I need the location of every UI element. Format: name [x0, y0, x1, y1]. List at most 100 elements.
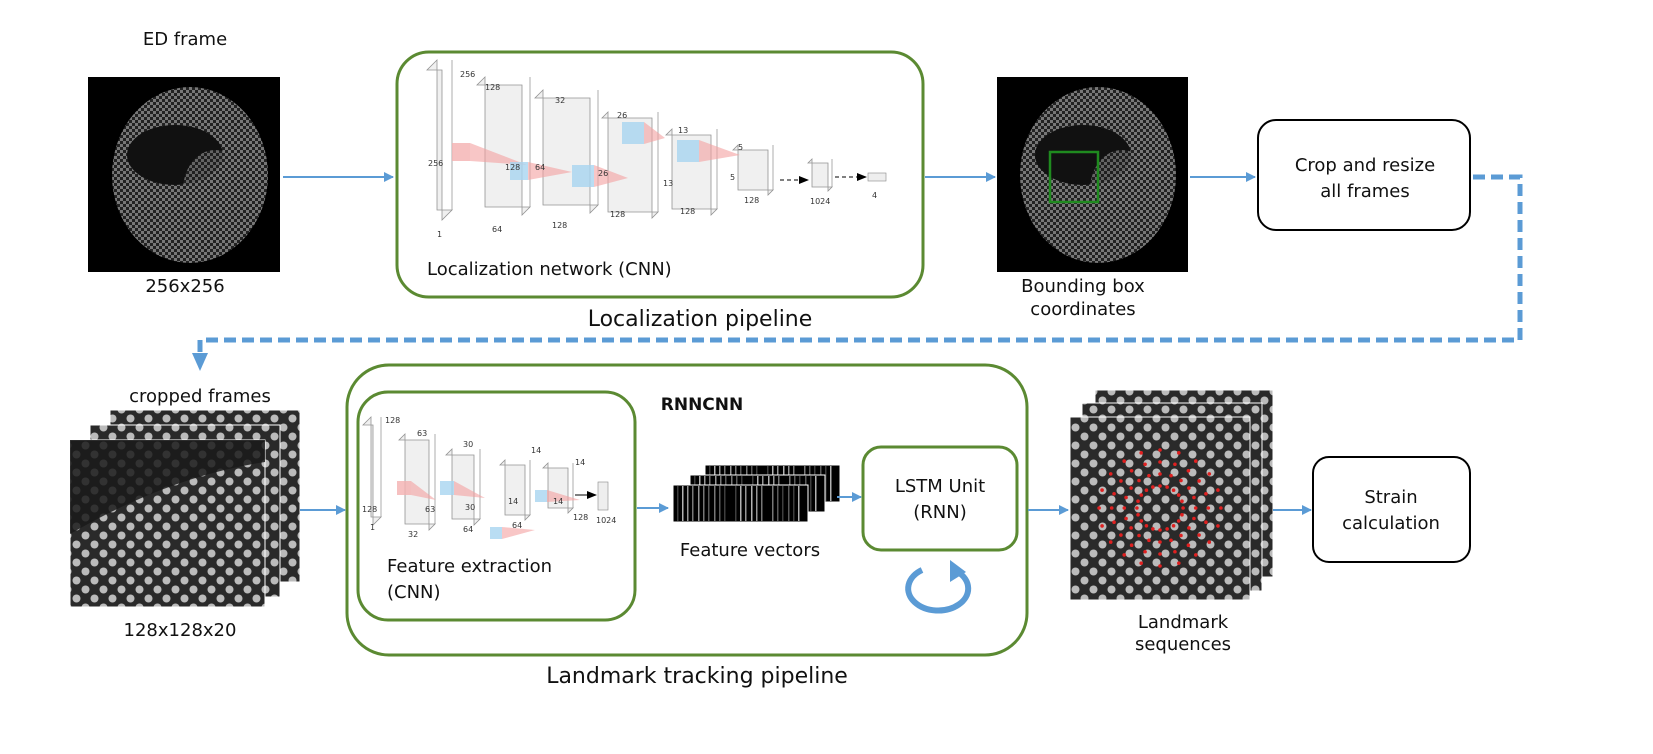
strain-calculation-box — [1312, 456, 1471, 563]
feature-extraction-line1: Feature extraction — [387, 556, 552, 577]
layer-dim-label: 128 — [362, 505, 377, 514]
landmark-point — [1129, 543, 1134, 548]
feature-vector-stripe — [682, 486, 684, 521]
layer-dim-label: 128 — [485, 83, 500, 92]
bounding-box-label-line2: coordinates — [1030, 299, 1135, 320]
feature-vector-stripe — [719, 486, 721, 521]
crop-line1: Crop and resize — [1295, 155, 1435, 176]
landmark-point — [1180, 499, 1184, 504]
landmark-point — [1136, 499, 1140, 504]
crop-resize-box — [1257, 119, 1471, 231]
feature-vector-stripe — [825, 466, 827, 501]
layer-dim-label: 63 — [425, 505, 435, 514]
conv-kernel-cone — [528, 162, 572, 180]
landmark-point — [1158, 460, 1162, 464]
layer-dim-label: 128 — [744, 196, 759, 205]
cropped-frames-size: 128x128x20 — [124, 620, 237, 641]
landmark-point — [1122, 553, 1127, 557]
lstm-unit-box — [861, 445, 1019, 552]
landmark-point — [1193, 553, 1198, 557]
layer-dim-label: 1024 — [810, 197, 830, 206]
layer-dim-label: 5 — [738, 143, 743, 152]
landmark-point — [1139, 561, 1143, 565]
localization-network-box — [395, 50, 925, 299]
layer-dim-label: 128 — [505, 163, 520, 172]
landmark-point — [1139, 519, 1144, 523]
cnn-layer — [476, 76, 531, 216]
landmark-point — [1108, 472, 1113, 476]
layer-dim-label: 30 — [465, 503, 475, 512]
recurrent-loop-icon — [905, 560, 972, 614]
landmark-point — [1100, 524, 1104, 528]
landmark-point — [1186, 543, 1191, 548]
feature-vector-stripe — [740, 486, 742, 521]
feature-vector-stripe — [788, 486, 790, 521]
landmark-point — [1176, 493, 1181, 497]
layer-dim-label: 128 — [610, 210, 625, 219]
landmark-point — [1129, 526, 1133, 530]
landmark-point — [1158, 484, 1162, 488]
landmark-point — [1192, 495, 1196, 500]
landmark-point — [1187, 486, 1191, 490]
landmark-point — [1207, 472, 1212, 476]
bounding-box-label-line1: Bounding box — [1021, 276, 1145, 297]
landmark-point — [1216, 524, 1220, 528]
feature-vector-stripe — [761, 486, 763, 521]
landmark-point — [1112, 520, 1116, 525]
feature-vector-stripe — [745, 486, 747, 521]
bounding-box-rect — [1048, 150, 1100, 204]
landmark-point — [1186, 468, 1191, 473]
lstm-line2: (RNN) — [913, 502, 966, 523]
landmark-point — [1129, 468, 1134, 473]
landmark-point — [1158, 528, 1162, 532]
landmark-point — [1165, 485, 1169, 489]
landmark-point — [1137, 533, 1141, 538]
conv-kernel-cone — [411, 481, 436, 500]
rnncnn-box — [345, 363, 1029, 657]
bounding-box-image — [997, 77, 1188, 272]
landmark-point — [1137, 478, 1141, 483]
conv-kernel-cone — [594, 165, 628, 187]
landmark-point — [1143, 462, 1147, 467]
layer-dim-label: 128 — [552, 221, 567, 230]
feature-vector-stripe — [815, 476, 817, 511]
landmark-point — [1124, 495, 1128, 500]
landmark-point — [1187, 526, 1191, 530]
landmark-point — [1122, 506, 1127, 510]
landmark-point — [1177, 561, 1181, 565]
layer-dim-label: 1024 — [596, 516, 616, 525]
landmark-point — [1216, 488, 1220, 492]
layer-dim-label: 256 — [428, 159, 443, 168]
landmark-point — [1197, 533, 1201, 537]
layer-dim-label: 64 — [512, 521, 522, 530]
landmark-point — [1147, 473, 1151, 478]
ed-frame-size: 256x256 — [145, 276, 224, 297]
landmark-point — [1158, 540, 1162, 544]
feature-vector-stripe — [810, 476, 812, 511]
feature-vector-stripe — [772, 486, 774, 521]
landmark-point — [1165, 527, 1169, 531]
landmark-point — [1144, 488, 1149, 493]
ed-frame-title: ED frame — [143, 29, 227, 50]
landmark-point — [1097, 506, 1101, 510]
cnn-layer — [426, 59, 453, 221]
landmark-point — [1109, 506, 1114, 510]
landmark-point — [1179, 478, 1183, 483]
conv-kernel-cone — [547, 490, 580, 502]
layer-dim-label: 5 — [730, 173, 735, 182]
landmark-point — [1158, 448, 1162, 452]
landmark-point — [1139, 493, 1144, 497]
layer-dim-label: 13 — [663, 179, 673, 188]
layer-dim-label: 128 — [573, 513, 588, 522]
layer-dim-label: 64 — [535, 163, 545, 172]
feature-vector-stripe — [698, 486, 700, 521]
conv-kernel — [572, 165, 594, 187]
landmark-point — [1204, 520, 1208, 525]
cropped-frames-title: cropped frames — [129, 386, 271, 407]
landmark-point — [1180, 512, 1184, 517]
rnncnn-title: RNNCNN — [661, 395, 743, 415]
layer-dim-label: 32 — [408, 530, 418, 539]
layer-dim-label: 13 — [678, 126, 688, 135]
